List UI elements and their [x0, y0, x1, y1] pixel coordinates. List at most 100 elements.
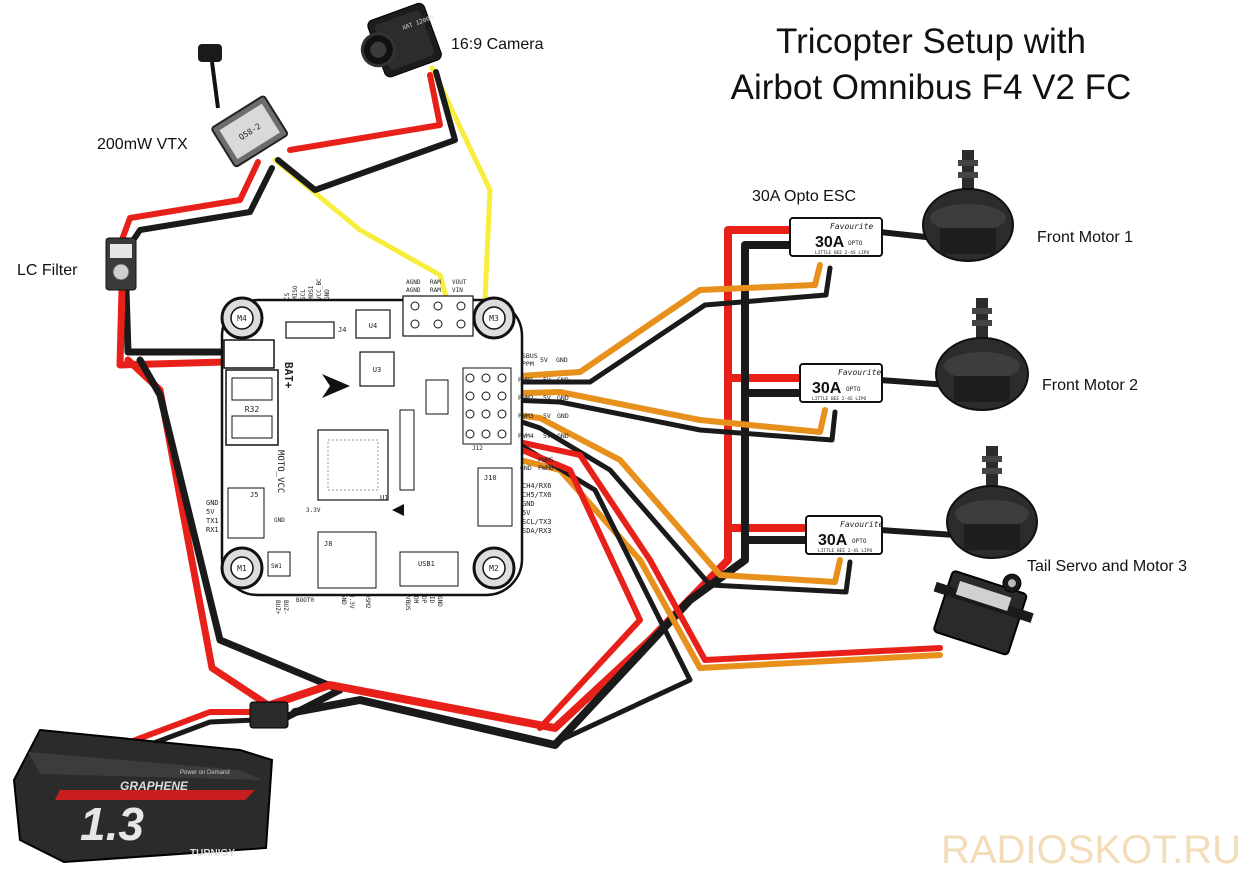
svg-text:GND: GND — [557, 376, 569, 384]
svg-text:GND: GND — [556, 356, 568, 364]
svg-text:PPM: PPM — [522, 360, 534, 368]
svg-text:GND: GND — [557, 412, 569, 420]
bat-plus-label: BAT+ — [282, 362, 295, 389]
svg-text:5V: 5V — [543, 394, 551, 402]
mounting-hole-m1: M1 — [220, 546, 264, 590]
svg-text:CH4/RX6: CH4/RX6 — [522, 482, 552, 490]
battery-capacity: 1.3 — [80, 798, 144, 850]
svg-text:AGND: AGND — [406, 287, 421, 294]
esc-3: Favourite 30A OPTO LITTLE BEE 2-4S LIPO — [805, 515, 884, 555]
svg-text:Favourite: Favourite — [838, 368, 882, 377]
vtx-red-wire — [117, 159, 261, 248]
svg-text:RX1: RX1 — [206, 526, 219, 534]
svg-text:ID: ID — [428, 596, 435, 604]
pwm1-label: PWM1 — [518, 376, 534, 384]
svg-text:5V: 5V — [543, 376, 551, 384]
svg-text:GND: GND — [557, 394, 569, 402]
lc-filter — [105, 237, 137, 291]
motor3-label: Tail Servo and Motor 3 — [1027, 558, 1187, 575]
svg-text:CS: CS — [284, 292, 291, 300]
svg-text:VIN: VIN — [452, 287, 463, 294]
svg-text:PWM5: PWM5 — [538, 456, 554, 464]
uart-left-labels: GND 5V TX1 RX1 J5 — [206, 487, 265, 539]
watermark: RADIOSKOT.RU — [941, 828, 1241, 872]
svg-text:GND: GND — [340, 594, 347, 605]
battery-pad — [223, 339, 275, 369]
esc2-signal-gnd — [507, 397, 838, 443]
svg-text:U1: U1 — [380, 494, 388, 502]
svg-text:TX1: TX1 — [206, 517, 219, 525]
esc2-signal-wire — [487, 389, 828, 435]
tail-servo — [933, 570, 1034, 656]
esc1-signal-wire — [487, 262, 823, 381]
vtx-module: Q58-2 — [198, 44, 289, 168]
resistor-block — [225, 369, 279, 446]
svg-text:J10: J10 — [484, 474, 497, 482]
svg-text:SW1: SW1 — [271, 563, 282, 570]
osd-header: AGND AGND RAM RAM VOUT VIN — [402, 279, 474, 337]
svg-text:30A: 30A — [812, 380, 842, 397]
fpv-camera: XAT 1200M — [360, 2, 442, 78]
flight-controller-board: M4 M3 M1 M2 BAT+ R32 MOTO_VCC CS MISO — [206, 278, 569, 615]
svg-text:SCL: SCL — [300, 289, 307, 300]
pwm2-label: PWM2 — [518, 394, 534, 402]
svg-text:MOSI: MOSI — [308, 285, 315, 300]
j6-block — [425, 379, 449, 415]
svg-text:MISO: MISO — [292, 285, 299, 300]
mounting-hole-m3: M3 — [472, 296, 516, 340]
pwm-header: SBUS PPM 5V GND PWM1 5V GND PWM2 5V GND … — [462, 352, 569, 472]
svg-text:5V: 5V — [540, 356, 548, 364]
svg-text:GND: GND — [520, 464, 532, 472]
camera-red-wire — [287, 72, 443, 153]
j8-connector — [317, 531, 377, 589]
svg-text:5V: 5V — [206, 508, 215, 516]
svg-text:BUZ-: BUZ- — [282, 600, 289, 614]
lc-black-to-board — [122, 286, 229, 356]
motor2-leads — [877, 377, 951, 388]
svg-text:SCL/TX3: SCL/TX3 — [522, 518, 552, 526]
wiring — [116, 65, 958, 749]
mcu-chip: U1 — [317, 429, 404, 516]
svg-text:AGND: AGND — [406, 279, 421, 286]
usb-connector — [399, 551, 459, 587]
svg-text:RAM: RAM — [430, 279, 441, 286]
svg-text:LITTLE BEE 2-4S LIPO: LITTLE BEE 2-4S LIPO — [815, 250, 869, 256]
svg-text:DP: DP — [420, 596, 427, 604]
battery-black-main-wire — [136, 356, 344, 722]
svg-text:U4: U4 — [369, 322, 377, 330]
battery-brand: GRAPHENE — [120, 779, 189, 793]
motor-2 — [935, 298, 1029, 411]
svg-text:30A: 30A — [815, 234, 845, 251]
camera-label: 16:9 Camera — [451, 36, 544, 53]
svg-text:M3: M3 — [489, 314, 499, 323]
board-arrow-logo — [322, 374, 350, 398]
servo-red-feed — [495, 437, 643, 731]
vtx-label: 200mW VTX — [97, 136, 188, 153]
servo-red-wire — [497, 435, 943, 663]
svg-text:CH5/TX6: CH5/TX6 — [522, 491, 552, 499]
svg-text:GND: GND — [436, 596, 443, 607]
esc3-signal-gnd — [507, 415, 853, 595]
svg-text:DM: DM — [412, 596, 419, 604]
motor-1 — [922, 150, 1014, 262]
svg-text:3.3V: 3.3V — [348, 594, 355, 609]
svg-text:PWM6: PWM6 — [538, 464, 554, 472]
svg-text:VOUT: VOUT — [452, 279, 467, 286]
svg-text:J5: J5 — [250, 491, 258, 499]
svg-text:5V: 5V — [522, 509, 531, 517]
esc1-signal-gnd — [507, 265, 833, 385]
esc-power-black-wire — [291, 241, 794, 749]
lc-filter-label: LC Filter — [17, 262, 78, 279]
svg-text:J12: J12 — [472, 445, 483, 452]
svg-text:LITTLE BEE 2-4S LIPO: LITTLE BEE 2-4S LIPO — [812, 396, 866, 402]
r32-label: R32 — [245, 405, 260, 414]
esc3-signal-wire — [487, 409, 843, 585]
svg-text:U3: U3 — [373, 366, 381, 374]
spi-header: CS MISO SCL MOSI VCC_BC GND J4 — [284, 278, 346, 339]
svg-text:M2: M2 — [489, 564, 499, 573]
svg-text:LITTLE BEE 2-4S LIPO: LITTLE BEE 2-4S LIPO — [818, 548, 872, 554]
svg-text:J8: J8 — [324, 540, 332, 548]
svg-text:GND: GND — [557, 432, 569, 440]
svg-text:3.3V: 3.3V — [306, 507, 321, 514]
diagram-title-line1: Tricopter Setup with — [776, 22, 1086, 61]
